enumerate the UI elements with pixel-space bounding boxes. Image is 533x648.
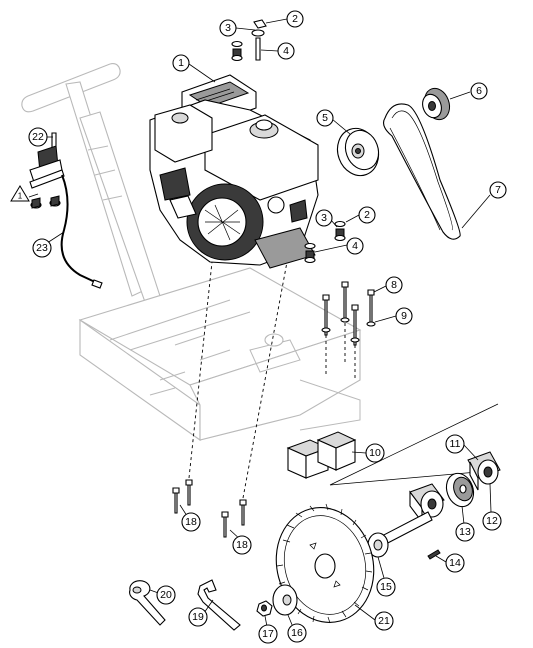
saw-frame-outline (21, 63, 362, 442)
leader-lines (43, 18, 492, 633)
svg-text:6: 6 (476, 85, 482, 97)
svg-text:9: 9 (401, 310, 407, 322)
svg-text:16: 16 (291, 627, 303, 639)
blade-pulley (422, 87, 451, 121)
svg-text:21: 21 (378, 615, 390, 627)
bearing-housing (467, 451, 501, 491)
callout-7: 7 (489, 181, 507, 199)
callout-15: 15 (376, 577, 396, 597)
callout-22: 22 (28, 127, 48, 147)
callout-14: 14 (445, 553, 465, 573)
callout-2: 2 (286, 10, 304, 28)
svg-text:12: 12 (486, 515, 498, 527)
svg-text:20: 20 (160, 589, 172, 601)
svg-text:2: 2 (292, 13, 298, 25)
callout-18: 18 (232, 535, 252, 555)
callout-19: 19 (188, 607, 208, 627)
svg-text:10: 10 (369, 447, 381, 459)
callout-20: 20 (156, 585, 176, 605)
callout-13: 13 (455, 522, 475, 542)
callout-10: 10 (365, 443, 385, 463)
engine-top-fasteners (231, 19, 267, 62)
shaft-key (427, 549, 441, 560)
callout-23: 23 (32, 238, 52, 258)
deck-screws (172, 261, 288, 538)
callout-2: 2 (358, 206, 376, 224)
wrench-ring (129, 580, 166, 626)
engine-pulley (336, 127, 380, 177)
svg-text:1: 1 (18, 192, 23, 201)
svg-text:15: 15 (380, 581, 392, 593)
warning-icon: 1 (10, 185, 39, 202)
svg-text:4: 4 (283, 45, 289, 57)
spacer-blocks (286, 431, 357, 479)
callout-5: 5 (316, 109, 334, 127)
callout-4: 4 (277, 42, 295, 60)
callout-18: 18 (181, 512, 201, 532)
svg-text:22: 22 (32, 131, 44, 143)
callout-16: 16 (287, 623, 307, 643)
svg-text:2: 2 (364, 209, 370, 221)
callout-11: 11 (445, 434, 465, 454)
svg-text:8: 8 (391, 279, 397, 291)
outer-flange (272, 584, 298, 616)
callout-21: 21 (374, 611, 394, 631)
callout-9: 9 (395, 307, 413, 325)
svg-text:17: 17 (262, 628, 274, 640)
arbor-nut (256, 600, 273, 617)
svg-text:5: 5 (322, 112, 328, 124)
mounting-bolts (321, 281, 376, 378)
svg-text:3: 3 (321, 212, 327, 224)
kill-switch-wire (60, 174, 103, 289)
diamond-blade (275, 503, 375, 624)
svg-text:3: 3 (225, 22, 231, 34)
drive-belt (383, 103, 461, 240)
svg-text:23: 23 (36, 242, 48, 254)
svg-text:11: 11 (450, 438, 461, 450)
svg-text:1: 1 (178, 57, 184, 69)
callout-12: 12 (482, 511, 502, 531)
callout-3: 3 (315, 209, 333, 227)
engine-side-fasteners (304, 220, 346, 264)
svg-text:18: 18 (185, 516, 197, 528)
svg-text:13: 13 (459, 526, 471, 538)
callout-6: 6 (470, 82, 488, 100)
svg-text:7: 7 (495, 184, 501, 196)
callout-3: 3 (219, 19, 237, 37)
svg-text:4: 4 (352, 240, 358, 252)
svg-text:18: 18 (236, 539, 248, 551)
callout-1: 1 (172, 54, 190, 72)
bearing-housing-lower (409, 483, 445, 524)
svg-text:14: 14 (449, 557, 461, 569)
engine-assembly (149, 74, 319, 269)
svg-text:19: 19 (192, 611, 204, 623)
wrench-open (197, 579, 241, 631)
arbor-pulley (445, 472, 475, 508)
callout-4: 4 (346, 237, 364, 255)
callout-8: 8 (385, 276, 403, 294)
callout-17: 17 (258, 624, 278, 644)
